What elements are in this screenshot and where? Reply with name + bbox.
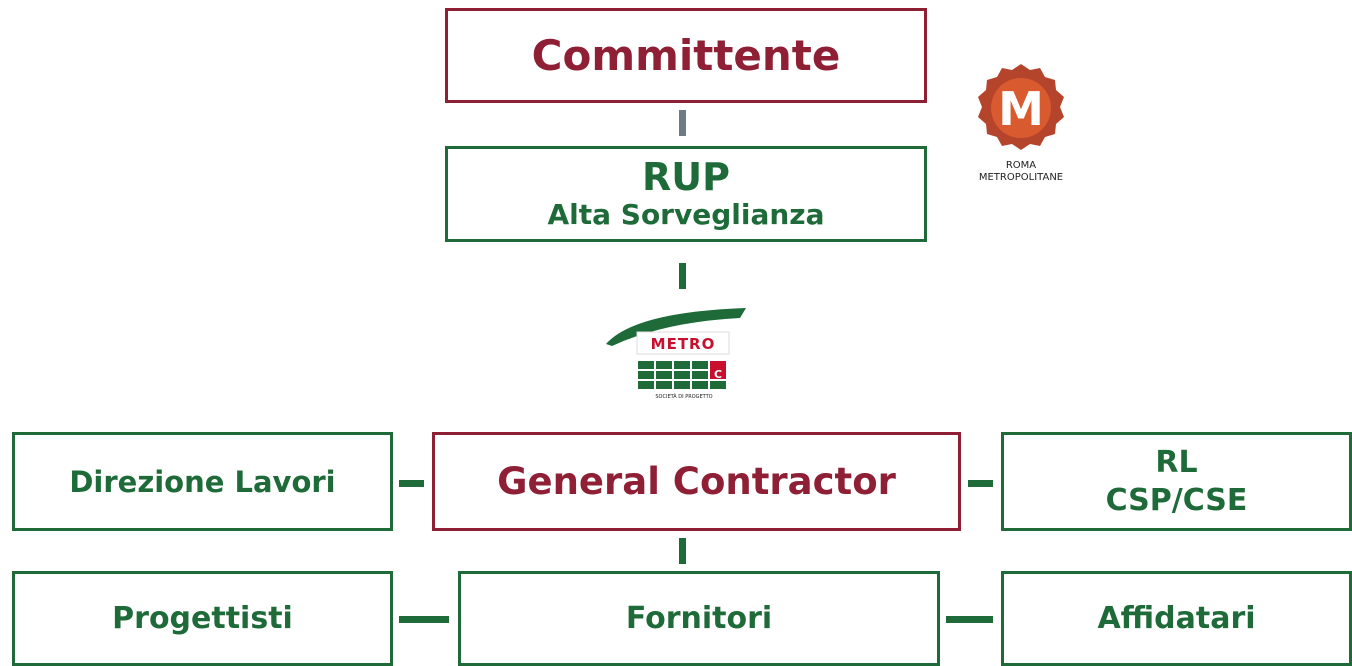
csp-cse-label: CSP/CSE	[1105, 482, 1248, 518]
connector-committente-rup	[679, 110, 686, 136]
metro-c-word: METRO	[650, 335, 716, 353]
metro-c-swoosh-icon	[606, 308, 746, 389]
connector-progettisti-fornitori	[399, 616, 449, 623]
roma-metropolitane-seal-icon	[978, 64, 1064, 150]
direzione-lavori-box: Direzione Lavori	[12, 432, 393, 531]
alta-sorveglianza-label: Alta Sorveglianza	[547, 198, 825, 231]
metro-c-caption: SOCIETÀ DI PROGETTO	[655, 394, 713, 400]
general-contractor-label: General Contractor	[497, 460, 896, 503]
roma-metropolitane-mark: M	[998, 82, 1044, 136]
metro-c-letter: C	[713, 368, 723, 381]
roma-metropolitane-line1: ROMA	[1005, 160, 1037, 171]
general-contractor-box: General Contractor	[432, 432, 961, 531]
connector-gc-rl	[968, 480, 993, 487]
rl-csp-cse-box: RL CSP/CSE	[1001, 432, 1352, 531]
progettisti-label: Progettisti	[112, 601, 293, 636]
rup-box: RUP Alta Sorveglianza	[445, 146, 927, 242]
connector-gc-fornitori	[679, 538, 686, 564]
metro-c-logo: METRO C SOCIETÀ DI PROGETTO	[604, 304, 749, 404]
roma-metropolitane-line2: METROPOLITANE	[978, 172, 1064, 183]
rl-label: RL	[1155, 444, 1198, 480]
fornitori-label: Fornitori	[625, 601, 773, 636]
committente-box: Committente	[445, 8, 927, 103]
affidatari-label: Affidatari	[1097, 601, 1256, 636]
roma-metropolitane-logo: M ROMA METROPOLITANE	[955, 62, 1087, 192]
connector-rup-metro	[679, 263, 686, 289]
connector-fornitori-affidatari	[946, 616, 993, 623]
connector-dl-gc	[399, 480, 424, 487]
rup-label: RUP	[642, 155, 730, 199]
fornitori-box: Fornitori	[458, 571, 940, 666]
affidatari-box: Affidatari	[1001, 571, 1352, 666]
direzione-lavori-label: Direzione Lavori	[69, 464, 336, 499]
committente-label: Committente	[531, 31, 841, 80]
progettisti-box: Progettisti	[12, 571, 393, 666]
